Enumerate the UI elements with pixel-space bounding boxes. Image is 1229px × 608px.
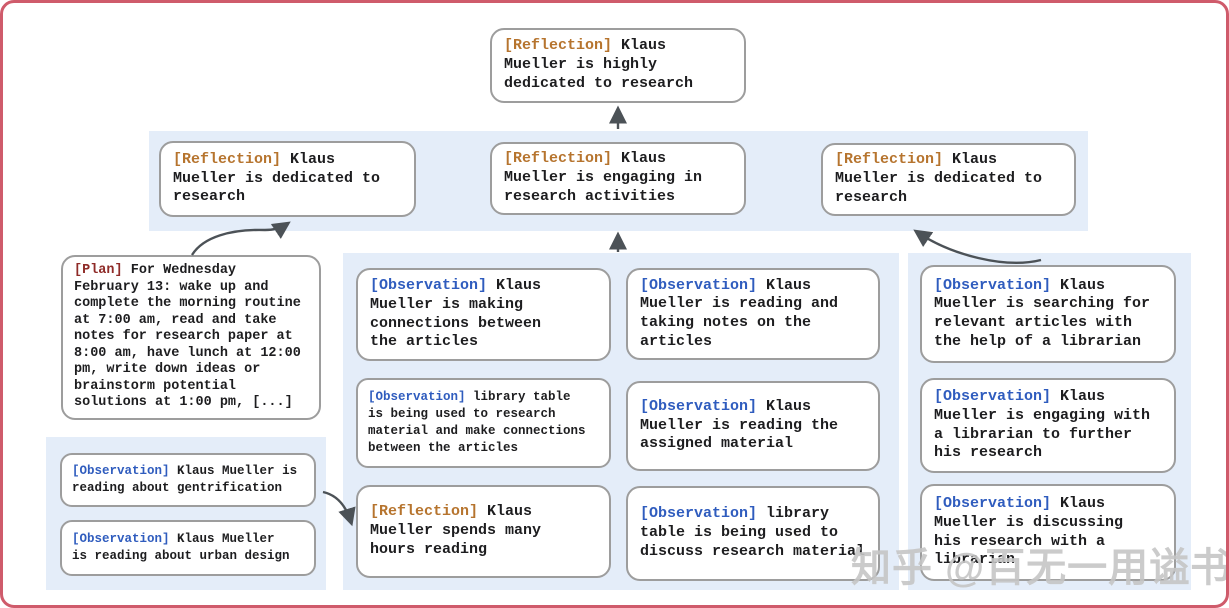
- reflection-tag: [Reflection]: [173, 150, 282, 168]
- observation-tag: [Observation]: [640, 397, 758, 415]
- observation-tag: [Observation]: [640, 505, 758, 523]
- node-reflection-right: [Reflection] Klaus Mueller is dedicated …: [821, 143, 1076, 216]
- node-text: Klaus Mueller is reading and taking note…: [640, 276, 839, 350]
- observation-tag: [Observation]: [934, 495, 1052, 512]
- reflection-tag: [Reflection]: [504, 150, 613, 168]
- node-text: Klaus Mueller spends many hours reading: [370, 503, 542, 558]
- node-text: Klaus Mueller is making connections betw…: [370, 277, 542, 351]
- node-observation-library-table-research: [Observation] library table is being use…: [356, 378, 611, 468]
- node-text: Klaus Mueller is dedicated to research: [835, 151, 1043, 206]
- node-observation-discussing-research: [Observation] Klaus Mueller is discussin…: [920, 484, 1176, 581]
- observation-tag: [Observation]: [368, 390, 466, 405]
- node-observation-gentrification: [Observation] Klaus Mueller is reading a…: [60, 453, 316, 507]
- reflection-tag: [Reflection]: [504, 37, 613, 55]
- node-text: library table is being used to research …: [368, 390, 586, 455]
- node-text: Klaus Mueller is engaging with a librari…: [934, 388, 1151, 462]
- node-observation-engaging-librarian: [Observation] Klaus Mueller is engaging …: [920, 378, 1176, 473]
- node-observation-taking-notes: [Observation] Klaus Mueller is reading a…: [626, 268, 880, 360]
- node-text: Klaus Mueller is highly dedicated to res…: [504, 37, 694, 92]
- observation-tag: [Observation]: [934, 388, 1052, 405]
- node-observation-library-table-discuss: [Observation] library table is being use…: [626, 486, 880, 581]
- node-observation-searching-articles: [Observation] Klaus Mueller is searching…: [920, 265, 1176, 363]
- node-text: Klaus Mueller is dedicated to research: [173, 150, 381, 206]
- observation-tag: [Observation]: [72, 464, 170, 479]
- node-text: For Wednesday February 13: wake up and c…: [74, 263, 301, 411]
- node-text: Klaus Mueller is searching for relevant …: [934, 276, 1151, 350]
- observation-tag: [Observation]: [72, 532, 170, 547]
- node-text: Klaus Mueller is reading the assigned ma…: [640, 397, 839, 453]
- reflection-tag: [Reflection]: [370, 503, 479, 521]
- node-reflection-middle: [Reflection] Klaus Mueller is engaging i…: [490, 142, 746, 215]
- observation-tag: [Observation]: [640, 276, 758, 294]
- observation-tag: [Observation]: [370, 277, 488, 294]
- node-reflection-left: [Reflection] Klaus Mueller is dedicated …: [159, 141, 416, 217]
- node-text: library table is being used to discuss r…: [640, 505, 866, 560]
- node-text: Klaus Mueller is reading about gentrific…: [72, 464, 298, 495]
- node-root-reflection: [Reflection] Klaus Mueller is highly ded…: [490, 28, 746, 103]
- node-text: Klaus Mueller is discussing his research…: [934, 495, 1124, 569]
- reflection-tag: [Reflection]: [835, 151, 944, 169]
- observation-tag: [Observation]: [934, 276, 1052, 294]
- node-plan: [Plan] For Wednesday February 13: wake u…: [61, 255, 321, 420]
- node-observation-making-connections: [Observation] Klaus Mueller is making co…: [356, 268, 611, 361]
- plan-tag: [Plan]: [74, 263, 123, 279]
- node-observation-assigned-material: [Observation] Klaus Mueller is reading t…: [626, 381, 880, 471]
- node-reflection-spends-hours-reading: [Reflection] Klaus Mueller spends many h…: [356, 485, 611, 578]
- node-text: Klaus Mueller is engaging in research ac…: [504, 150, 703, 205]
- node-text: Klaus Mueller is reading about urban des…: [72, 532, 290, 563]
- node-observation-urban-design: [Observation] Klaus Mueller is reading a…: [60, 520, 316, 576]
